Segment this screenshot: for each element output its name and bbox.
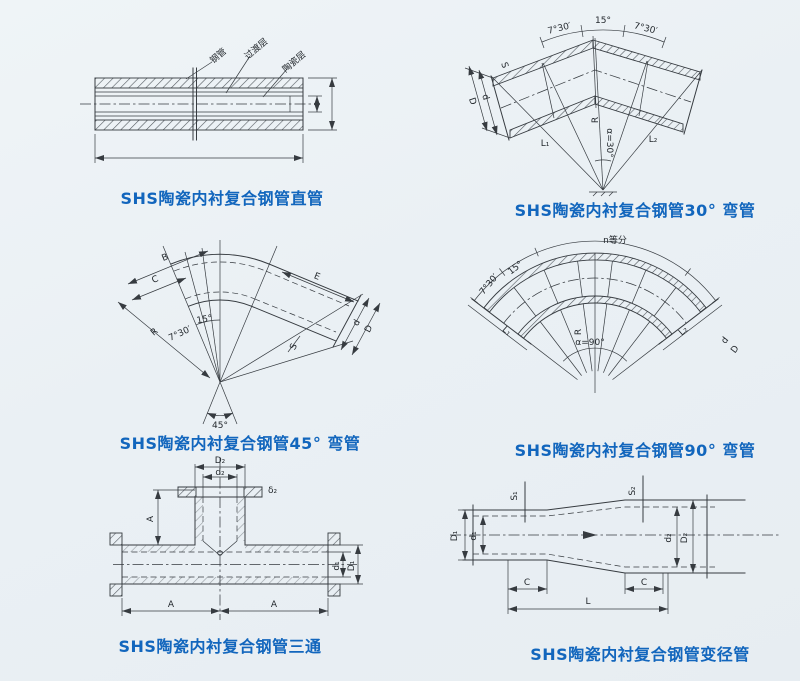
straight-pipe-drawing: 钢管 过渡层 陶瓷层: [80, 35, 337, 163]
fan-lines: [527, 253, 663, 393]
pipe-band: [490, 35, 703, 141]
dimensions: B C E d D S R 7°30′ 15°: [117, 250, 381, 379]
left-end-cap: [471, 298, 532, 345]
reducer-drawing: S₁ S₂ D₁ d₁ d₂ D₂ C C L: [450, 475, 780, 614]
right-end-cap: [683, 69, 703, 135]
branch-flange-right: [243, 486, 263, 498]
pipe-band: [467, 252, 723, 351]
dimensions: S₁ S₂ D₁ d₁ d₂ D₂ C C L: [450, 486, 696, 614]
radius-label: R: [591, 117, 601, 123]
run-flange-top-left: [109, 532, 123, 546]
dim-branch-height: A: [146, 515, 156, 522]
dim-d1-inner: d₁: [469, 531, 479, 541]
branch-lining-tip: [202, 540, 238, 555]
angle-15: 15°: [196, 314, 213, 327]
angle-label-left: 7°30′: [547, 21, 572, 36]
wall-s1-label: S₁: [510, 491, 520, 501]
dim-d1-outer: D₁: [450, 530, 460, 541]
dim-branch-outer: D₂: [215, 456, 226, 466]
angle-label-right: 7°30′: [633, 21, 658, 36]
n-divisions-label: n等分: [603, 234, 627, 246]
caption-straight-pipe: SHS陶瓷内衬复合钢管直管: [120, 189, 324, 208]
segment-length-l1: L₁: [500, 325, 513, 338]
caption-tee: SHS陶瓷内衬复合钢管三通: [118, 637, 322, 656]
outer-dia-label: D: [466, 97, 478, 107]
dim-c: C: [150, 274, 160, 286]
inner-dia-label: d: [479, 93, 490, 102]
caption-bend-45: SHS陶瓷内衬复合钢管45° 弯管: [119, 434, 361, 453]
label-ceramic-layer: 陶瓷层: [280, 48, 308, 75]
dim-big-d: D: [363, 324, 375, 335]
pipe-centerline: [500, 69, 692, 109]
wall-thickness-label: S: [498, 61, 509, 70]
tee-body: [109, 458, 357, 620]
dim-l: L: [585, 597, 590, 607]
angle-label-mid: 15°: [595, 16, 611, 26]
run-flange-top-right: [327, 532, 341, 546]
end-dimensions: S d D: [464, 61, 511, 139]
outer-dia-label: D: [729, 344, 741, 356]
dim-b: B: [161, 252, 170, 264]
pipe-body: [80, 67, 318, 141]
radius-label: R: [574, 329, 584, 335]
dim-c-right: C: [641, 578, 647, 588]
dim-branch-inner: d₂: [215, 468, 225, 478]
dim-run-outer-dia: D₁: [347, 560, 357, 571]
vertex-angle: 45°: [202, 381, 238, 431]
vertex-angle-label: 45°: [212, 421, 228, 431]
run-wall-top-left: [122, 545, 195, 552]
run-flange-bottom-left: [109, 583, 123, 597]
bend-90-drawing: n等分 7°30′ 15° R α=90° L₁ L₂ d D: [467, 234, 742, 393]
wall-s2-label: S₂: [628, 486, 638, 496]
dimensions: D₂ d₂ A A A d₁ D₁ δ₂: [121, 456, 363, 616]
bend-45-drawing: B C E d D S R 7°30′ 15° 45°: [117, 240, 381, 431]
dim-run-right: A: [271, 600, 278, 610]
run-wall-bottom: [122, 577, 328, 584]
fan-lines: [490, 37, 703, 197]
bend-angle-label: α=30°: [604, 128, 614, 157]
branch-flange-left: [177, 486, 197, 498]
label-transition-layer: 过渡层: [242, 35, 270, 62]
bend-30-drawing: 7°30′ 15° 7°30′ S d D L₁ L₂ R α=30°: [464, 16, 703, 197]
segment-length-l2: L₂: [649, 135, 658, 145]
angle-7-30: 7°30′: [167, 325, 193, 344]
bend-angle-label: α=90°: [575, 338, 604, 348]
caption-bend-90: SHS陶瓷内衬复合钢管90° 弯管: [514, 441, 756, 460]
caption-reducer: SHS陶瓷内衬复合钢管变径管: [530, 645, 750, 664]
segment-length-l2: L₂: [677, 325, 690, 338]
dim-r: R: [149, 327, 160, 339]
run-flange-bottom-right: [327, 583, 341, 597]
branch-wall-left: [195, 497, 203, 541]
flow-arrow: [583, 531, 597, 539]
reducer-body: [450, 475, 780, 579]
run-wall-top-right: [245, 545, 328, 552]
dim-d2-inner: d₂: [664, 533, 674, 543]
dimension-lines: [94, 77, 337, 163]
right-end-cap: [658, 298, 719, 345]
dim-run-inner-dia: d₁: [332, 561, 342, 571]
tee-drawing: D₂ d₂ A A A d₁ D₁ δ₂: [109, 456, 363, 620]
dim-c-left: C: [524, 578, 530, 588]
dim-d: d: [351, 318, 363, 328]
lining-thickness-label: δ₂: [268, 486, 278, 496]
steel-wall-bottom: [94, 119, 304, 131]
dim-s: S: [288, 342, 300, 352]
segment-labels: L₁ L₂ R α=30°: [541, 117, 658, 158]
branch-wall-right: [237, 497, 245, 541]
segment-length-l1: L₁: [541, 139, 550, 149]
caption-bend-30: SHS陶瓷内衬复合钢管30° 弯管: [514, 201, 756, 220]
inner-dia-label: d: [720, 335, 731, 346]
dim-e: E: [312, 271, 321, 283]
dim-d2-outer: D₂: [680, 532, 690, 543]
labels: R α=90° L₁ L₂ d D: [500, 325, 742, 356]
dim-run-left: A: [168, 600, 175, 610]
